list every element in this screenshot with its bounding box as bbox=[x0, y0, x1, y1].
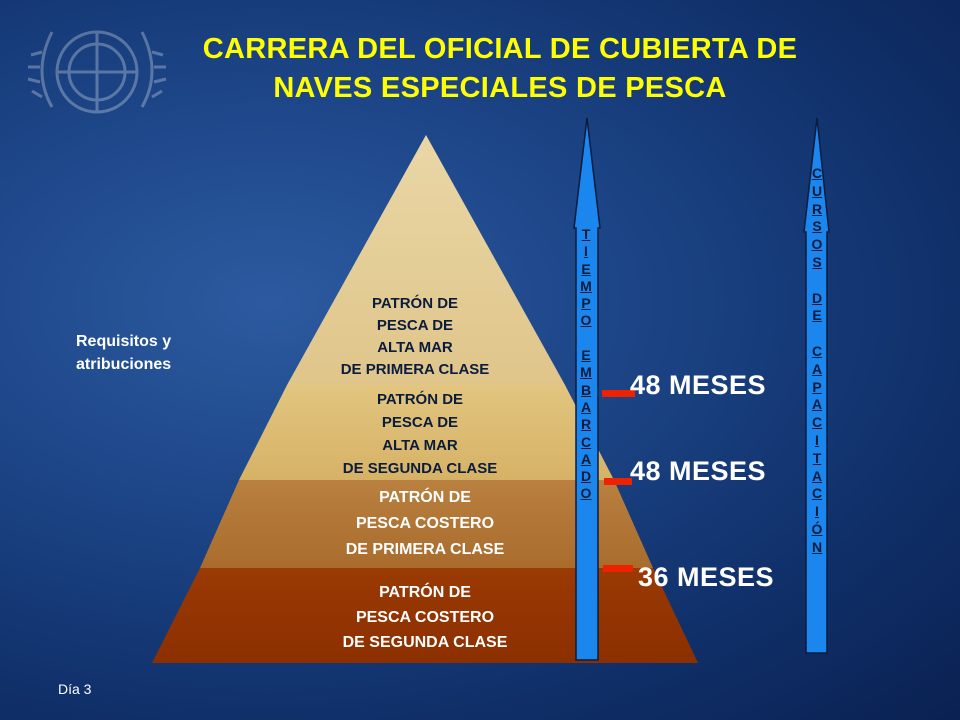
duration-1: 48 MESES bbox=[630, 370, 767, 400]
pyramid-level-3 bbox=[200, 480, 653, 568]
level-1-label: PATRÓN DE PESCA DE ALTA MAR DE PRIMERA C… bbox=[340, 295, 490, 378]
duration-2: 48 MESES bbox=[630, 456, 767, 486]
marker-2 bbox=[604, 478, 632, 485]
level-2-label: PATRÓN DE PESCA DE ALTA MAR DE SEGUNDA C… bbox=[342, 391, 498, 477]
requirements-label: Requisitos y atribuciones bbox=[76, 333, 172, 373]
duration-3: 36 MESES bbox=[638, 562, 775, 592]
sea-time-arrow bbox=[573, 117, 601, 661]
title-line-1: CARRERA DEL OFICIAL DE CUBIERTA DE bbox=[202, 33, 798, 65]
sea-time-label: T I E M P O E M B A R C A D O bbox=[580, 226, 592, 502]
level-4-label: PATRÓN DE PESCA COSTERO DE SEGUNDA CLASE bbox=[342, 584, 508, 651]
pyramid-level-1 bbox=[287, 135, 565, 385]
title-line-2: NAVES ESPECIALES DE PESCA bbox=[273, 72, 727, 104]
day-footer: Día 3 bbox=[58, 681, 92, 697]
marker-3 bbox=[603, 565, 633, 572]
pyramid-level-2 bbox=[239, 385, 614, 480]
marker-1 bbox=[602, 390, 635, 397]
un-emblem-logo bbox=[27, 30, 167, 114]
training-courses-arrow bbox=[803, 117, 830, 654]
slide-title: CARRERA DEL OFICIAL DE CUBIERTA DE NAVES… bbox=[150, 30, 850, 108]
pyramid-level-4 bbox=[152, 568, 698, 663]
training-courses-label: C U R S O S D E C A P A C I T A C I Ó N bbox=[811, 165, 823, 555]
level-3-label: PATRÓN DE PESCA COSTERO DE PRIMERA CLASE bbox=[345, 489, 505, 558]
